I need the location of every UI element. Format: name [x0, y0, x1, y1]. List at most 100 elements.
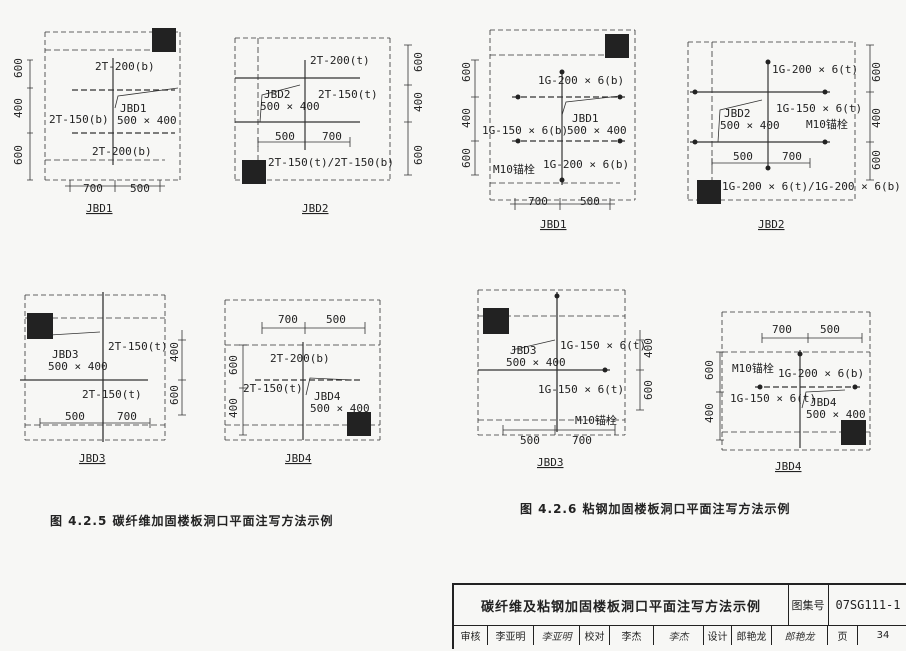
r2-bottom: 1G-200 × 6(t)/1G-200 × 6(b) — [722, 180, 901, 193]
r3-name: JBD3 — [537, 456, 564, 469]
r2-d400: 400 — [870, 108, 883, 128]
l3-d500: 500 — [65, 410, 85, 423]
r4-name: JBD4 — [775, 460, 802, 473]
r1-anchor: M10锚栓 — [493, 162, 535, 176]
r3-d400: 400 — [642, 338, 655, 358]
r4-id: JBD4 — [810, 396, 837, 409]
l2-d600b: 600 — [412, 145, 425, 165]
anchor-dots — [515, 59, 858, 390]
title-block: 碳纤维及粘钢加固楼板洞口平面注写方法示例 图集号 07SG111-1 审核 李亚… — [452, 583, 906, 649]
r4-anchor: M10锚栓 — [732, 361, 774, 375]
page-label: 页 — [828, 625, 858, 645]
r1-d500: 500 — [580, 195, 600, 208]
r2-id: JBD2 — [724, 107, 751, 120]
r3-id: JBD3 — [510, 344, 537, 357]
r1-d700: 700 — [528, 195, 548, 208]
l2-name: JBD2 — [302, 202, 329, 215]
r3-size: 500 × 400 — [506, 356, 566, 369]
l3-id: JBD3 — [52, 348, 79, 361]
l2-top: 2T-200(t) — [310, 54, 370, 67]
l1-d600b: 600 — [12, 145, 25, 165]
r-jbd4-plan — [716, 311, 871, 451]
l3-right: 2T-150(t) — [108, 340, 168, 353]
r4-d400: 400 — [703, 403, 716, 423]
l4-left: 2T-150(t) — [243, 382, 303, 395]
designer-signature: 郎艳龙 — [772, 625, 828, 645]
l3-name: JBD3 — [79, 452, 106, 465]
r2-name: JBD2 — [758, 218, 785, 231]
l1-id: JBD1 — [120, 102, 147, 115]
r3-right: 1G-150 × 6(t) — [560, 339, 646, 352]
r2-right: 1G-150 × 6(t) — [776, 102, 862, 115]
signature-row: 审核 李亚明 李亚明 校对 李杰 李杰 设计 郎艳龙 郎艳龙 页 34 — [454, 625, 906, 651]
r1-left: 1G-150 × 6(b) — [482, 124, 568, 137]
r1-id: JBD1 — [572, 112, 599, 125]
designer-name: 郎艳龙 — [732, 625, 772, 645]
r1-name: JBD1 — [540, 218, 567, 231]
l1-d400: 400 — [12, 98, 25, 118]
reviewer-name: 李亚明 — [488, 625, 534, 645]
atlas-label: 图集号 — [788, 585, 829, 626]
r1-d600a: 600 — [460, 62, 473, 82]
design-label: 设计 — [704, 625, 732, 645]
l2-bottom: 2T-150(t)/2T-150(b) — [268, 156, 394, 169]
l1-d500: 500 — [130, 182, 150, 195]
r3-bottom: 1G-150 × 6(t) — [538, 383, 624, 396]
r2-d600a: 600 — [870, 62, 883, 82]
reviewer-signature: 李亚明 — [534, 625, 580, 645]
l4-id: JBD4 — [314, 390, 341, 403]
l3-d400: 400 — [168, 342, 181, 362]
r4-d600: 600 — [703, 360, 716, 380]
l4-d500: 500 — [326, 313, 346, 326]
l1-d600a: 600 — [12, 58, 25, 78]
r1-d400: 400 — [460, 108, 473, 128]
r3-d500: 500 — [520, 434, 540, 447]
l-jbd3-plan — [20, 292, 186, 442]
l4-d400: 400 — [227, 398, 240, 418]
l2-d400: 400 — [412, 92, 425, 112]
l-jbd1-plan — [27, 31, 181, 192]
l1-name: JBD1 — [86, 202, 113, 215]
l2-d600a: 600 — [412, 52, 425, 72]
l2-id: JBD2 — [264, 88, 291, 101]
r1-top: 1G-200 × 6(b) — [538, 74, 624, 87]
r-jbd2-plan — [687, 41, 874, 201]
caption-fig-4-2-5: 图 4.2.5 碳纤维加固楼板洞口平面注写方法示例 — [50, 514, 334, 528]
l4-top: 2T-200(b) — [270, 352, 330, 365]
r2-d500: 500 — [733, 150, 753, 163]
title-block-title: 碳纤维及粘钢加固楼板洞口平面注写方法示例 — [454, 585, 789, 626]
r2-anchor: M10锚栓 — [806, 117, 848, 131]
r4-top: 1G-200 × 6(b) — [778, 367, 864, 380]
r-jbd1-plan — [471, 29, 636, 210]
l-jbd2-plan — [234, 37, 412, 181]
page-number: 34 — [876, 629, 890, 641]
checker-name: 李杰 — [610, 625, 654, 645]
l3-d600: 600 — [168, 385, 181, 405]
l2-size: 500 × 400 — [260, 100, 320, 113]
checker-signature: 李杰 — [654, 625, 704, 645]
r4-d700: 700 — [772, 323, 792, 336]
caption-fig-4-2-6: 图 4.2.6 粘钢加固楼板洞口平面注写方法示例 — [520, 502, 791, 516]
r4-size: 500 × 400 — [806, 408, 866, 421]
r2-d700: 700 — [782, 150, 802, 163]
l3-bottom: 2T-150(t) — [82, 388, 142, 401]
review-label: 审核 — [454, 625, 488, 645]
l1-left: 2T-150(b) — [49, 113, 109, 126]
l4-d700: 700 — [278, 313, 298, 326]
l2-d500: 500 — [275, 130, 295, 143]
r2-d600b: 600 — [870, 150, 883, 170]
atlas-number: 07SG111-1 — [828, 585, 906, 626]
l1-bottom: 2T-200(b) — [92, 145, 152, 158]
l1-d700: 700 — [83, 182, 103, 195]
r2-size: 500 × 400 — [720, 119, 780, 132]
l1-top: 2T-200(b) — [95, 60, 155, 73]
r1-d600b: 600 — [460, 148, 473, 168]
l3-size: 500 × 400 — [48, 360, 108, 373]
r2-top: 1G-200 × 6(t) — [772, 63, 858, 76]
l2-right: 2T-150(t) — [318, 88, 378, 101]
r3-anchor: M10锚栓 — [575, 413, 617, 427]
r4-d500: 500 — [820, 323, 840, 336]
r1-size: 500 × 400 — [567, 124, 627, 137]
l2-d700: 700 — [322, 130, 342, 143]
